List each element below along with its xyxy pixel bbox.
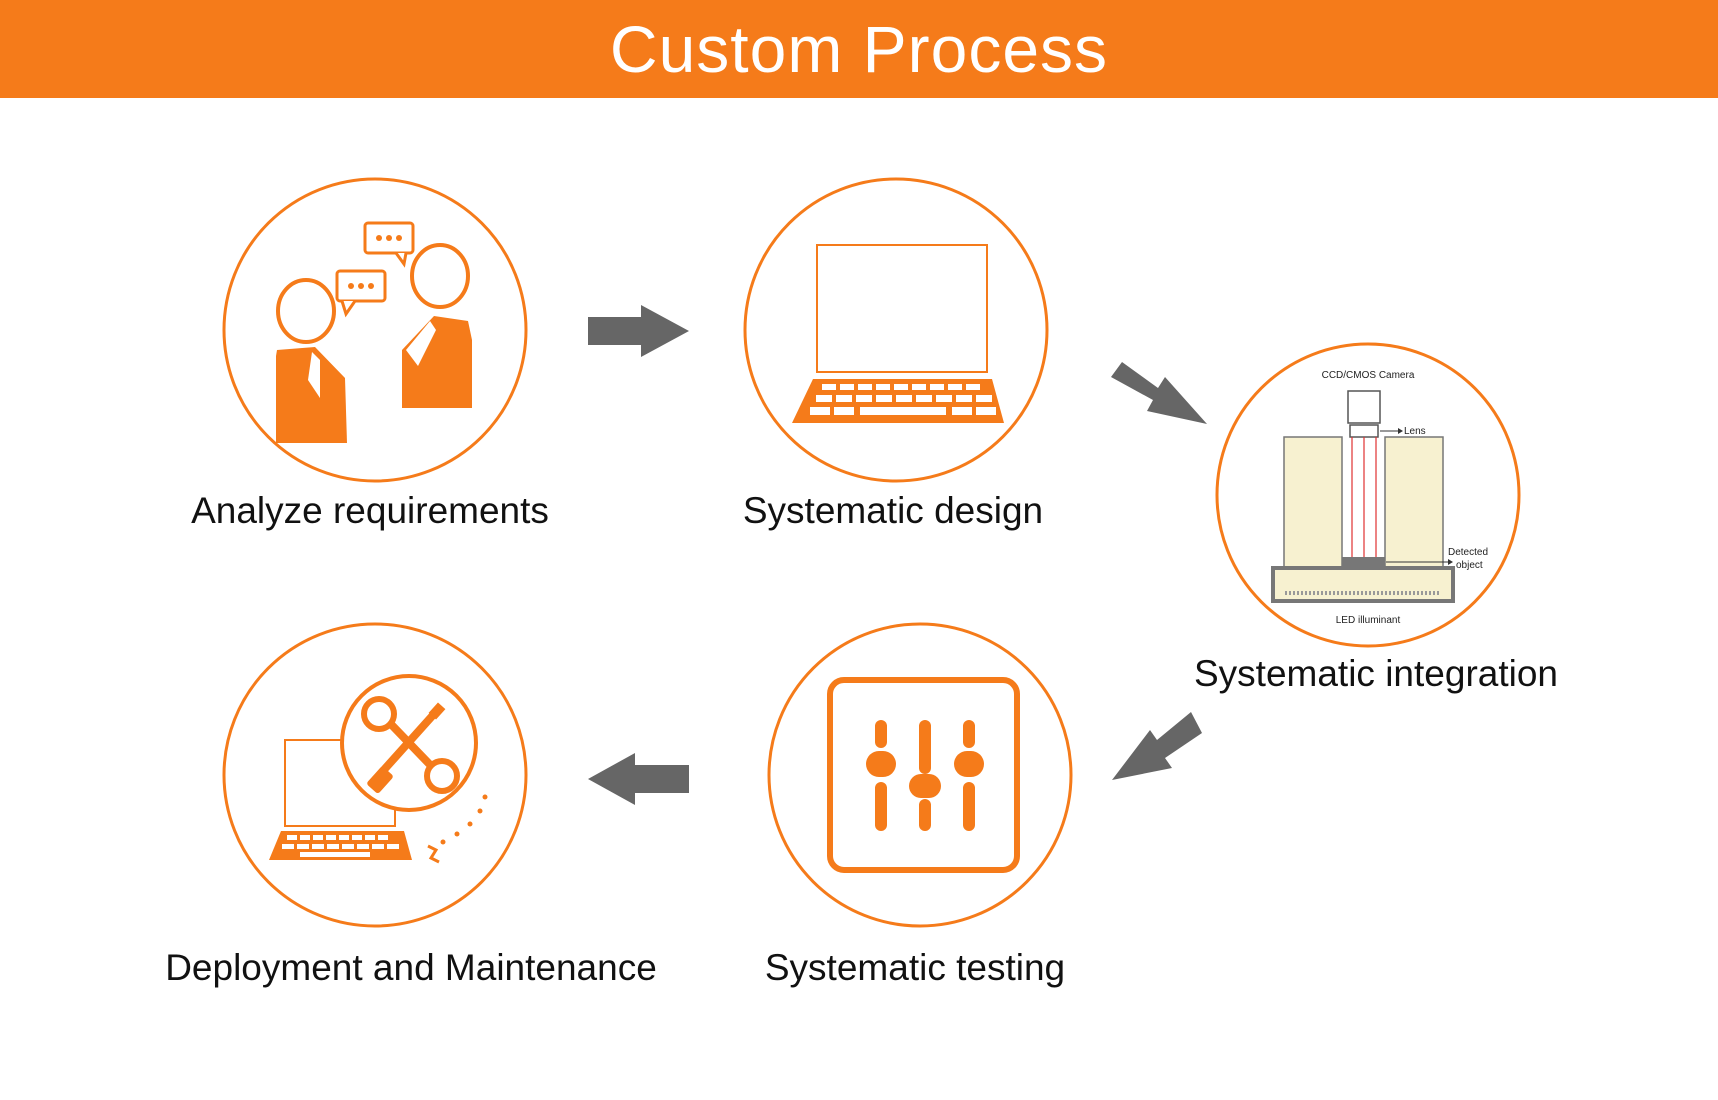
laptop-icon <box>792 244 1004 423</box>
page-title: Custom Process <box>609 12 1109 86</box>
step-label: Systematic design <box>742 490 1044 531</box>
title-banner: Custom Process <box>0 0 1718 98</box>
step-deployment-maintenance <box>222 622 528 928</box>
step-systematic-design <box>743 177 1049 483</box>
camera-label: CCD/CMOS Camera <box>1322 370 1415 381</box>
object-label: object <box>1456 560 1483 571</box>
lens-label: Lens <box>1404 426 1426 437</box>
illuminant-label: LED illuminant <box>1336 615 1401 626</box>
step-label: Analyze requirements <box>191 490 549 531</box>
arrow-down-right-icon <box>1111 362 1207 424</box>
arrow-left-icon <box>588 753 689 805</box>
people-discussion-icon <box>276 221 472 443</box>
laptop-tools-icon <box>269 674 488 864</box>
camera-inspection-diagram-icon: CCD/CMOS Camera Lens Detected object LED… <box>1271 370 1488 626</box>
step-systematic-integration: CCD/CMOS Camera Lens Detected object LED… <box>1215 342 1521 648</box>
flow-arrows <box>588 305 1207 805</box>
sliders-icon <box>827 677 1020 873</box>
step-label: Systematic integration <box>1193 653 1559 694</box>
step-analyze-requirements <box>222 177 528 483</box>
step-label: Deployment and Maintenance <box>165 947 657 988</box>
step-systematic-testing <box>767 622 1073 928</box>
detected-label: Detected <box>1448 547 1488 558</box>
step-label: Systematic testing <box>764 947 1066 988</box>
arrow-right-icon <box>588 305 689 357</box>
arrow-down-left-icon <box>1112 712 1202 780</box>
